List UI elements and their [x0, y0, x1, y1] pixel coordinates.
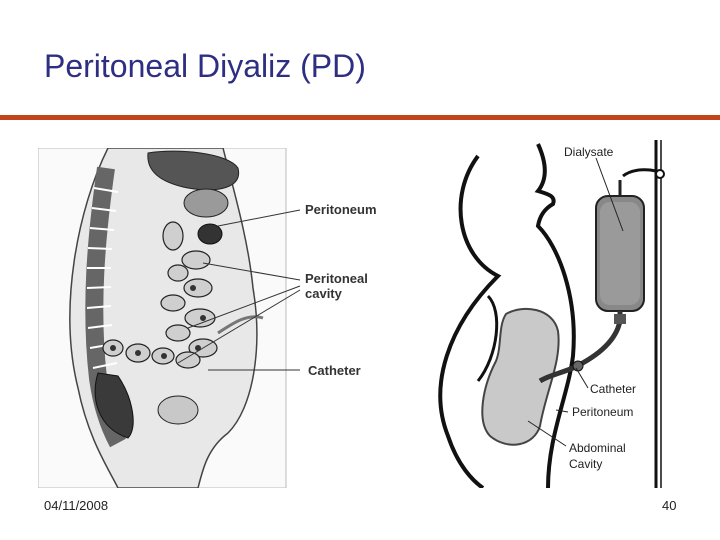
label-catheter: Catheter: [308, 363, 361, 378]
footer-date: 04/11/2008: [44, 498, 109, 513]
label-peritoneum: Peritoneum: [305, 202, 377, 217]
sagittal-anatomy-illustration: Peritoneum Peritoneal cavity Catheter: [38, 148, 377, 488]
label-peritoneum-right: Peritoneum: [572, 405, 633, 419]
label-abdominal: Abdominal: [569, 441, 626, 455]
page-number: 40: [662, 498, 677, 513]
label-catheter-right: Catheter: [590, 382, 636, 396]
label-dialysate: Dialysate: [564, 145, 614, 159]
label-peritoneal: Peritoneal: [305, 271, 368, 286]
label-cavity: cavity: [305, 286, 343, 301]
title-divider: [0, 115, 720, 120]
pd-setup-illustration: Dialysate Catheter Peritoneum Abdominal …: [438, 140, 665, 488]
label-abdominal-cavity: Cavity: [569, 457, 602, 471]
slide-title: Peritoneal Diyaliz (PD): [44, 48, 366, 84]
